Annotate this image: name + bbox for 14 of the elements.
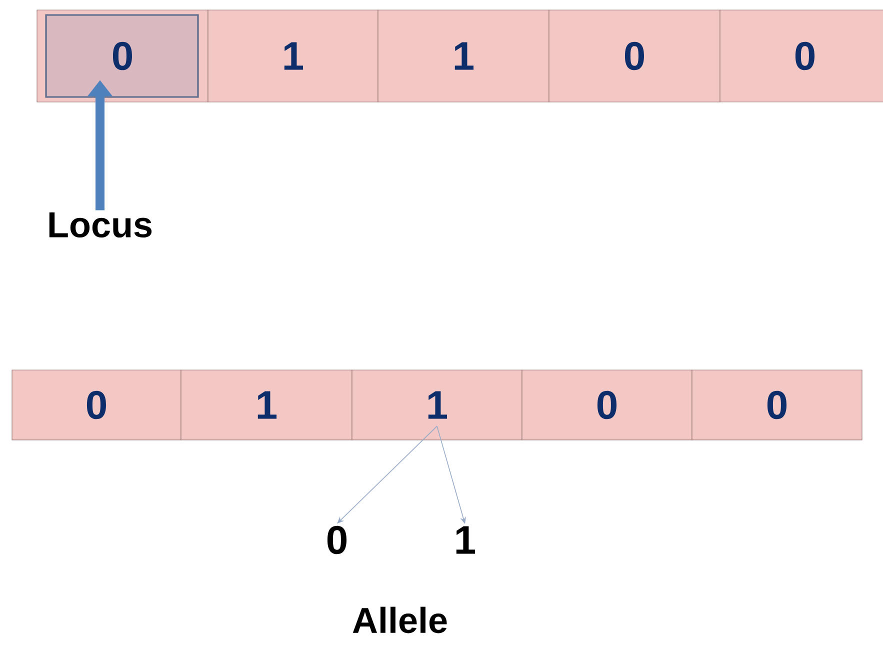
text-label: Allele xyxy=(352,606,447,634)
text-label: Locus xyxy=(49,212,152,238)
cell: 0 xyxy=(12,370,182,440)
cell: 0 xyxy=(36,10,208,102)
cell: 1 xyxy=(208,10,378,102)
text-label: 0 xyxy=(327,526,346,554)
text-label: 1 xyxy=(456,526,475,554)
cell: 1 xyxy=(378,10,550,102)
cell: 1 xyxy=(352,370,522,440)
cell: 0 xyxy=(720,10,883,102)
cell: 0 xyxy=(548,10,720,102)
cell: 1 xyxy=(180,370,352,440)
cell: 0 xyxy=(522,370,692,440)
cell: 0 xyxy=(692,370,862,440)
